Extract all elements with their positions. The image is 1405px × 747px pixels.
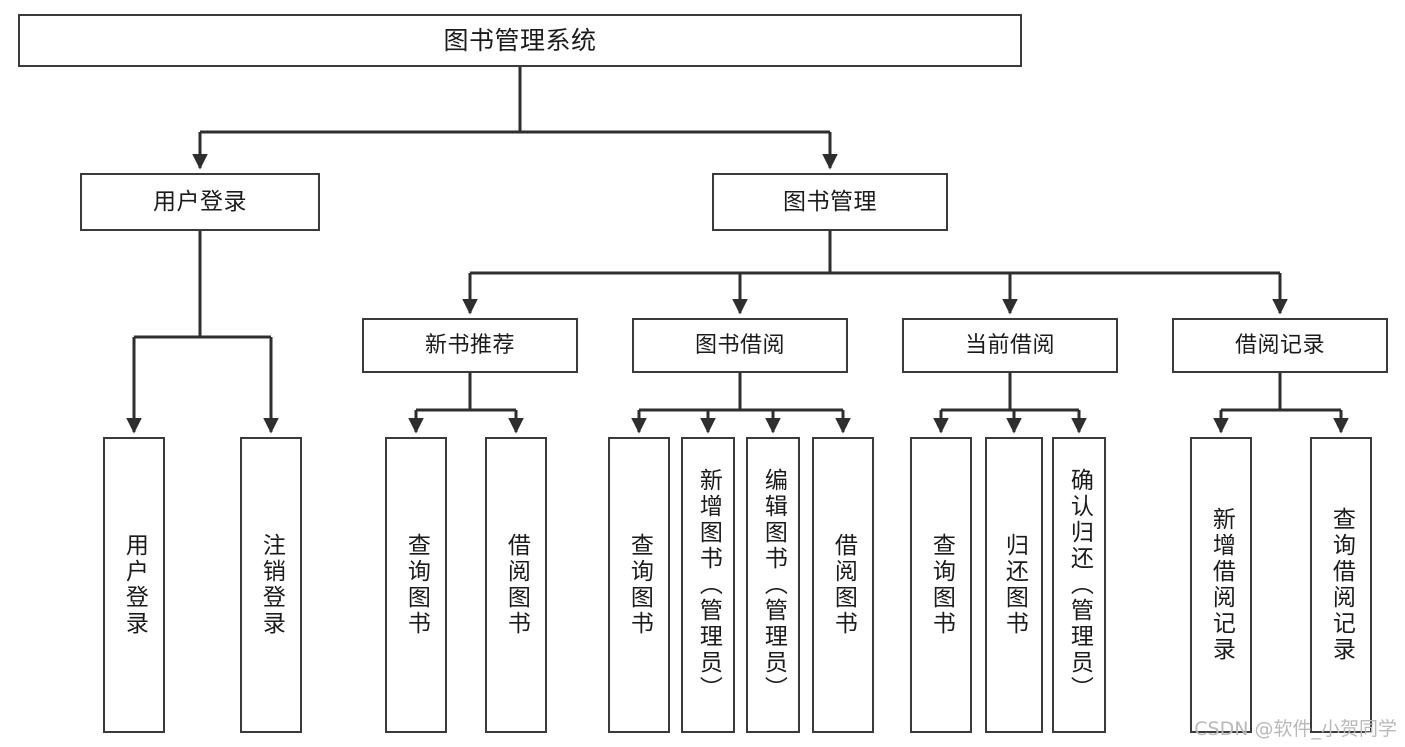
- node-new-book-recommend-label: 新书推荐: [424, 332, 515, 358]
- node-leaf-query-book-2[interactable]: 查询图书: [608, 437, 670, 733]
- node-leaf-return-book-label: 归还图书: [1001, 533, 1028, 637]
- node-leaf-borrow-book-1-label: 借阅图书: [503, 533, 530, 637]
- node-leaf-logout-login[interactable]: 注销登录: [240, 437, 302, 733]
- node-user-login-label: 用户登录: [153, 188, 247, 215]
- node-leaf-user-login-label: 用户登录: [121, 533, 148, 637]
- node-borrow-record[interactable]: 借阅记录: [1172, 318, 1388, 373]
- node-leaf-borrow-book-2-label: 借阅图书: [830, 533, 857, 637]
- node-leaf-edit-book-label: 编辑图书（管理员）: [760, 468, 787, 702]
- node-borrow-record-label: 借阅记录: [1234, 332, 1325, 358]
- node-leaf-query-record-label: 查询借阅记录: [1328, 507, 1355, 663]
- node-current-borrow[interactable]: 当前借阅: [902, 318, 1118, 373]
- node-leaf-query-record[interactable]: 查询借阅记录: [1310, 437, 1372, 733]
- node-leaf-edit-book[interactable]: 编辑图书（管理员）: [746, 437, 800, 733]
- node-leaf-add-book-label: 新增图书（管理员）: [695, 468, 722, 702]
- node-leaf-query-book-1-label: 查询图书: [403, 533, 430, 637]
- node-leaf-logout-login-label: 注销登录: [258, 533, 285, 637]
- node-leaf-borrow-book-1[interactable]: 借阅图书: [485, 437, 547, 733]
- node-root-label: 图书管理系统: [443, 26, 597, 55]
- node-book-borrow[interactable]: 图书借阅: [632, 318, 848, 373]
- node-leaf-borrow-book-2[interactable]: 借阅图书: [812, 437, 874, 733]
- node-new-book-recommend[interactable]: 新书推荐: [362, 318, 578, 373]
- node-leaf-confirm-return[interactable]: 确认归还（管理员）: [1052, 437, 1106, 733]
- node-leaf-query-book-3[interactable]: 查询图书: [910, 437, 972, 733]
- node-leaf-add-record[interactable]: 新增借阅记录: [1190, 437, 1252, 733]
- node-leaf-return-book[interactable]: 归还图书: [985, 437, 1043, 733]
- node-user-login[interactable]: 用户登录: [80, 173, 320, 231]
- node-book-borrow-label: 图书借阅: [694, 332, 785, 358]
- node-root[interactable]: 图书管理系统: [18, 14, 1022, 67]
- node-book-manage[interactable]: 图书管理: [712, 173, 948, 231]
- node-leaf-query-book-3-label: 查询图书: [928, 533, 955, 637]
- node-current-borrow-label: 当前借阅: [964, 332, 1055, 358]
- node-leaf-query-book-2-label: 查询图书: [626, 533, 653, 637]
- node-leaf-add-record-label: 新增借阅记录: [1208, 507, 1235, 663]
- node-leaf-confirm-return-label: 确认归还（管理员）: [1066, 468, 1093, 702]
- node-leaf-add-book[interactable]: 新增图书（管理员）: [681, 437, 735, 733]
- node-leaf-query-book-1[interactable]: 查询图书: [385, 437, 447, 733]
- node-leaf-user-login[interactable]: 用户登录: [103, 437, 165, 733]
- node-book-manage-label: 图书管理: [783, 188, 877, 215]
